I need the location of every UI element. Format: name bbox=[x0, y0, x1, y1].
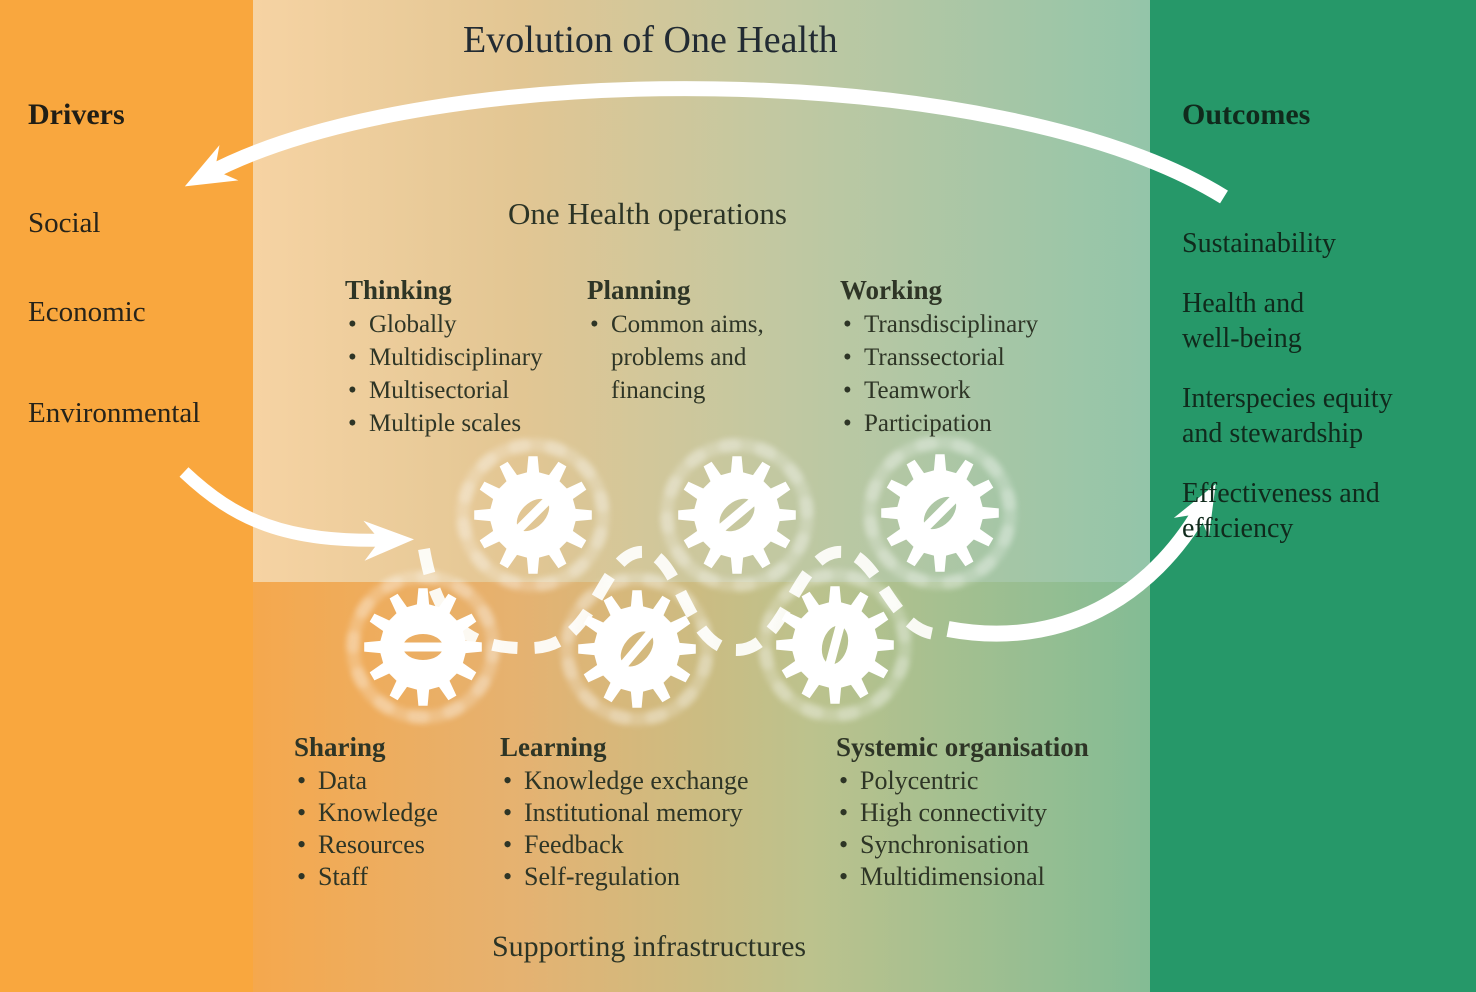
list-item: Multidimensional bbox=[836, 861, 1136, 893]
gear-motion-swirl bbox=[758, 568, 912, 722]
gear-motion-swirl bbox=[346, 570, 500, 724]
feedback-arrow bbox=[184, 81, 1228, 204]
gear-motion-swirl bbox=[560, 572, 714, 726]
gear-motion-swirl bbox=[863, 436, 1017, 590]
column-title: Systemic organisation bbox=[836, 732, 1089, 762]
gear-motion-swirl bbox=[660, 438, 814, 592]
operations-to-outcomes-arrow bbox=[946, 484, 1216, 642]
outcome-effectiveness: Effectiveness and efficiency bbox=[1182, 478, 1380, 544]
gear-icon bbox=[560, 572, 714, 726]
column-title: Planning bbox=[587, 275, 691, 305]
drivers-heading: Drivers bbox=[28, 98, 125, 131]
gear-body bbox=[578, 590, 696, 708]
list-item: Common aims, problems and financing bbox=[587, 308, 817, 407]
gear-body bbox=[364, 588, 482, 706]
column-working: Working Transdisciplinary Transsectorial… bbox=[840, 274, 1100, 440]
gear-motion-swirl bbox=[560, 572, 714, 726]
column-title: Working bbox=[840, 275, 943, 305]
list-item: Knowledge exchange bbox=[500, 765, 810, 797]
list-item: Synchronisation bbox=[836, 829, 1136, 861]
outcomes-heading: Outcomes bbox=[1182, 98, 1311, 131]
gear-hub-slash bbox=[916, 489, 964, 537]
outcome-health-wellbeing: Health and well-being bbox=[1182, 288, 1305, 354]
drivers-to-operations-arrow bbox=[179, 467, 414, 561]
gear-icon bbox=[456, 438, 610, 592]
gear-hub-slash bbox=[615, 623, 659, 675]
list-item: Multidisciplinary bbox=[345, 341, 595, 374]
outcome-sustainability: Sustainability bbox=[1182, 228, 1336, 259]
gear-motion-swirl bbox=[758, 568, 912, 722]
list-item: Transsectorial bbox=[840, 341, 1100, 374]
outcome-interspecies-equity: Interspecies equity and stewardship bbox=[1182, 383, 1393, 449]
gear-motion-swirl bbox=[660, 438, 814, 592]
gear-motion-swirl bbox=[863, 436, 1017, 590]
list-item: Institutional memory bbox=[500, 797, 810, 829]
list-item: Teamwork bbox=[840, 374, 1100, 407]
list-item: Data bbox=[294, 765, 514, 797]
column-sharing: Sharing Data Knowledge Resources Staff bbox=[294, 731, 514, 893]
list-item: Transdisciplinary bbox=[840, 308, 1100, 341]
column-learning: Learning Knowledge exchange Institutiona… bbox=[500, 731, 810, 893]
gear-hub-slash bbox=[711, 493, 763, 537]
infrastructures-heading: Supporting infrastructures bbox=[492, 930, 807, 963]
gear-icon bbox=[346, 570, 500, 724]
list-item: Self-regulation bbox=[500, 861, 810, 893]
gear-body bbox=[776, 586, 894, 704]
list-item: Participation bbox=[840, 407, 1100, 440]
column-thinking: Thinking Globally Multidisciplinary Mult… bbox=[345, 274, 595, 440]
list-item: Multiple scales bbox=[345, 407, 595, 440]
gear-hub-slash bbox=[823, 614, 847, 676]
gear-motion-swirl bbox=[456, 438, 610, 592]
column-systemic-organisation: Systemic organisation Polycentric High c… bbox=[836, 731, 1136, 893]
operations-heading: One Health operations bbox=[508, 196, 787, 231]
gear-body bbox=[881, 454, 999, 572]
driver-social: Social bbox=[28, 207, 101, 239]
gear-icon bbox=[660, 438, 814, 592]
column-title: Sharing bbox=[294, 732, 386, 762]
list-item: Knowledge bbox=[294, 797, 514, 829]
list-item: Staff bbox=[294, 861, 514, 893]
gear-hub-slash bbox=[509, 491, 557, 539]
list-item: Feedback bbox=[500, 829, 810, 861]
gear-icon bbox=[758, 568, 912, 722]
column-planning: Planning Common aims, problems and finan… bbox=[587, 274, 817, 407]
column-title: Thinking bbox=[345, 275, 452, 305]
list-item: Polycentric bbox=[836, 765, 1136, 797]
diagram-title: Evolution of One Health bbox=[463, 19, 838, 61]
gear-body bbox=[678, 456, 796, 574]
driver-economic: Economic bbox=[28, 296, 146, 328]
column-title: Learning bbox=[500, 732, 607, 762]
gear-motion-swirl bbox=[456, 438, 610, 592]
list-item: Multisectorial bbox=[345, 374, 595, 407]
gear-body bbox=[474, 456, 592, 574]
gear-motion-swirl bbox=[346, 570, 500, 724]
list-item: High connectivity bbox=[836, 797, 1136, 829]
list-item: Globally bbox=[345, 308, 595, 341]
gear-icon bbox=[863, 436, 1017, 590]
list-item: Resources bbox=[294, 829, 514, 861]
outcomes-list: Sustainability Health and well-being Int… bbox=[1182, 208, 1452, 571]
driver-environmental: Environmental bbox=[28, 397, 201, 429]
